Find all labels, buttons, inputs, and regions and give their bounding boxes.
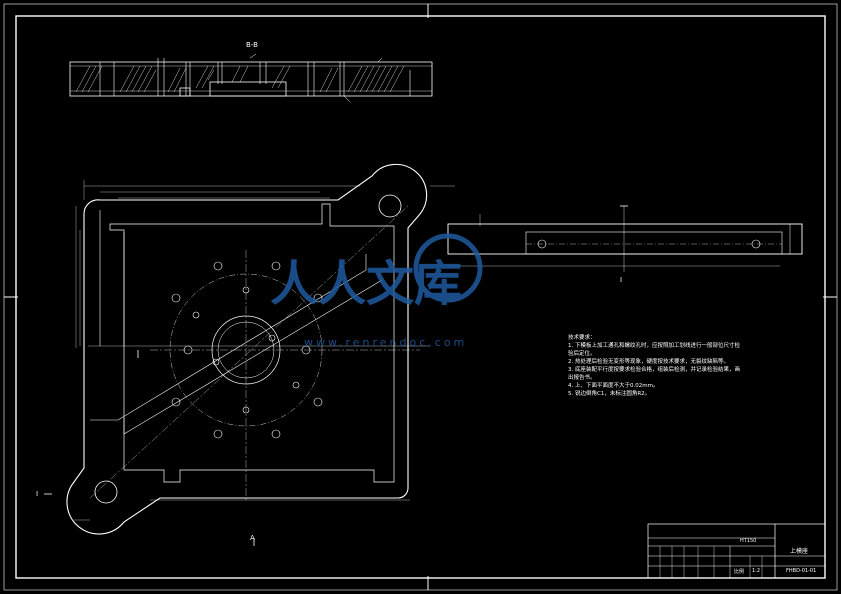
watermark-logo-text: 人人文库 xyxy=(270,256,462,312)
title-block-part-name: 上模座 xyxy=(790,548,809,555)
requirement-line: 出报告书。 xyxy=(568,375,596,381)
watermark-logo: 人人文库 www.renrendoc.com xyxy=(270,233,483,349)
title-block-drawing-no: FHBD-01-01 xyxy=(786,568,817,574)
section-label-bb: B-B xyxy=(246,41,258,49)
watermark-url: www.renrendoc.com xyxy=(304,336,467,349)
title-block-scale-value: 1:2 xyxy=(752,568,761,574)
title-block xyxy=(647,523,826,579)
section-view-bb xyxy=(69,53,433,103)
requirement-line: 4. 上、下面平面度不大于0.02mm。 xyxy=(568,383,659,389)
title-block-material: HT150 xyxy=(740,538,757,544)
plan-view xyxy=(44,163,455,546)
section-marker-right: I xyxy=(620,276,622,284)
section-marker-bottom: A xyxy=(250,534,255,542)
requirement-line: 2. 热处理后检验无变形等现象，硬度按技术要求，无裂纹缺陷等。 xyxy=(568,359,729,365)
side-view xyxy=(447,205,803,272)
drawing-frame xyxy=(3,3,838,591)
requirement-line: 3. 底座装配平行度按要求检验合格，组装后检测，并记录检验结果，画 xyxy=(568,367,740,373)
requirement-line: 1. 下模板上加工通孔和螺纹孔时，应按照加工划线进行一般部位尺寸检 xyxy=(568,343,740,349)
section-marker-left: I xyxy=(36,490,38,498)
requirement-line: 验后定位。 xyxy=(568,351,596,357)
title-block-scale-label: 比例 xyxy=(734,569,745,575)
technical-requirements: 技术要求： 1. 下模板上加工通孔和螺纹孔时，应按照加工划线进行一般部位尺寸检 … xyxy=(568,334,800,398)
technical-requirements-title: 技术要求： xyxy=(568,335,596,341)
requirement-line: 5. 锐边倒角C1，未标注圆角R2。 xyxy=(568,391,651,397)
